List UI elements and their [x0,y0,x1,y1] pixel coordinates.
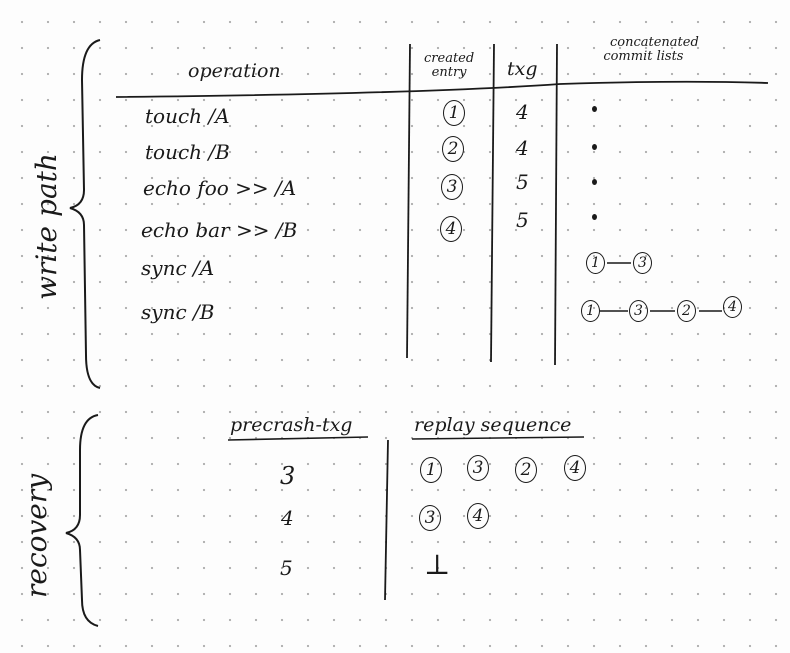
replay-entry: 4 [467,503,489,529]
operation-cell: touch /A [145,104,230,128]
operation-cell: sync /B [141,300,215,324]
empty-commit-dot [592,144,597,150]
header-operation: operation [188,60,281,82]
operation-cell: echo foo >> /A [143,176,297,200]
replay-entry: 1 [420,457,442,483]
replay-entry: 3 [467,455,489,481]
recovery-label: recovery [20,473,53,598]
txg-cell: 4 [516,136,529,160]
empty-commit-dot [592,179,597,185]
precrash-txg-cell: 5 [280,556,293,580]
operation-cell: echo bar >> /B [141,218,298,242]
header-entry-line: entry [431,65,467,80]
commit-entry: 1 [586,252,605,274]
precrash-txg-cell: 3 [280,462,296,490]
header-created-entry: created entry [424,52,474,80]
column-divider-2 [490,43,495,363]
write-path-brace [69,39,101,389]
replay-entry: 4 [564,455,586,481]
operation-cell: sync /A [141,256,215,280]
txg-cell: 5 [516,170,529,194]
empty-replay-symbol: ⊥ [424,548,451,581]
txg-cell: 4 [516,100,529,124]
column-divider-1 [406,43,411,359]
operation-cell: touch /B [145,140,230,164]
header-created-line: created [424,51,475,66]
recovery-divider [384,439,389,601]
txg-cell: 5 [516,208,529,232]
header-replay-sequence: replay sequence [414,414,572,436]
entry-circle: 1 [443,100,465,126]
commit-entry: 1 [581,300,600,322]
header-concatenated-line: concatenated [610,35,699,50]
entry-circle: 2 [442,136,464,162]
header-precrash-txg: precrash-txg [230,414,353,436]
recovery-brace [65,414,99,627]
replay-underline [411,436,585,440]
header-commit-lists-line: commit lists [603,49,684,64]
commit-entry: 4 [723,296,742,318]
header-txg: txg [507,58,538,80]
precrash-underline [227,436,369,441]
column-divider-3 [554,43,558,366]
replay-entry: 3 [419,505,441,531]
write-header-rule [115,80,769,98]
precrash-txg-cell: 4 [281,506,294,530]
entry-circle: 4 [440,216,462,242]
empty-commit-dot [592,214,597,220]
header-commit-lists: concatenated commit lists [588,35,699,64]
entry-circle: 3 [441,174,463,200]
empty-commit-dot [592,106,597,112]
commit-entry: 3 [629,300,648,322]
replay-entry: 2 [515,457,537,483]
write-path-label: write path [30,153,63,300]
commit-entry: 3 [633,252,652,274]
commit-entry: 2 [677,300,696,322]
